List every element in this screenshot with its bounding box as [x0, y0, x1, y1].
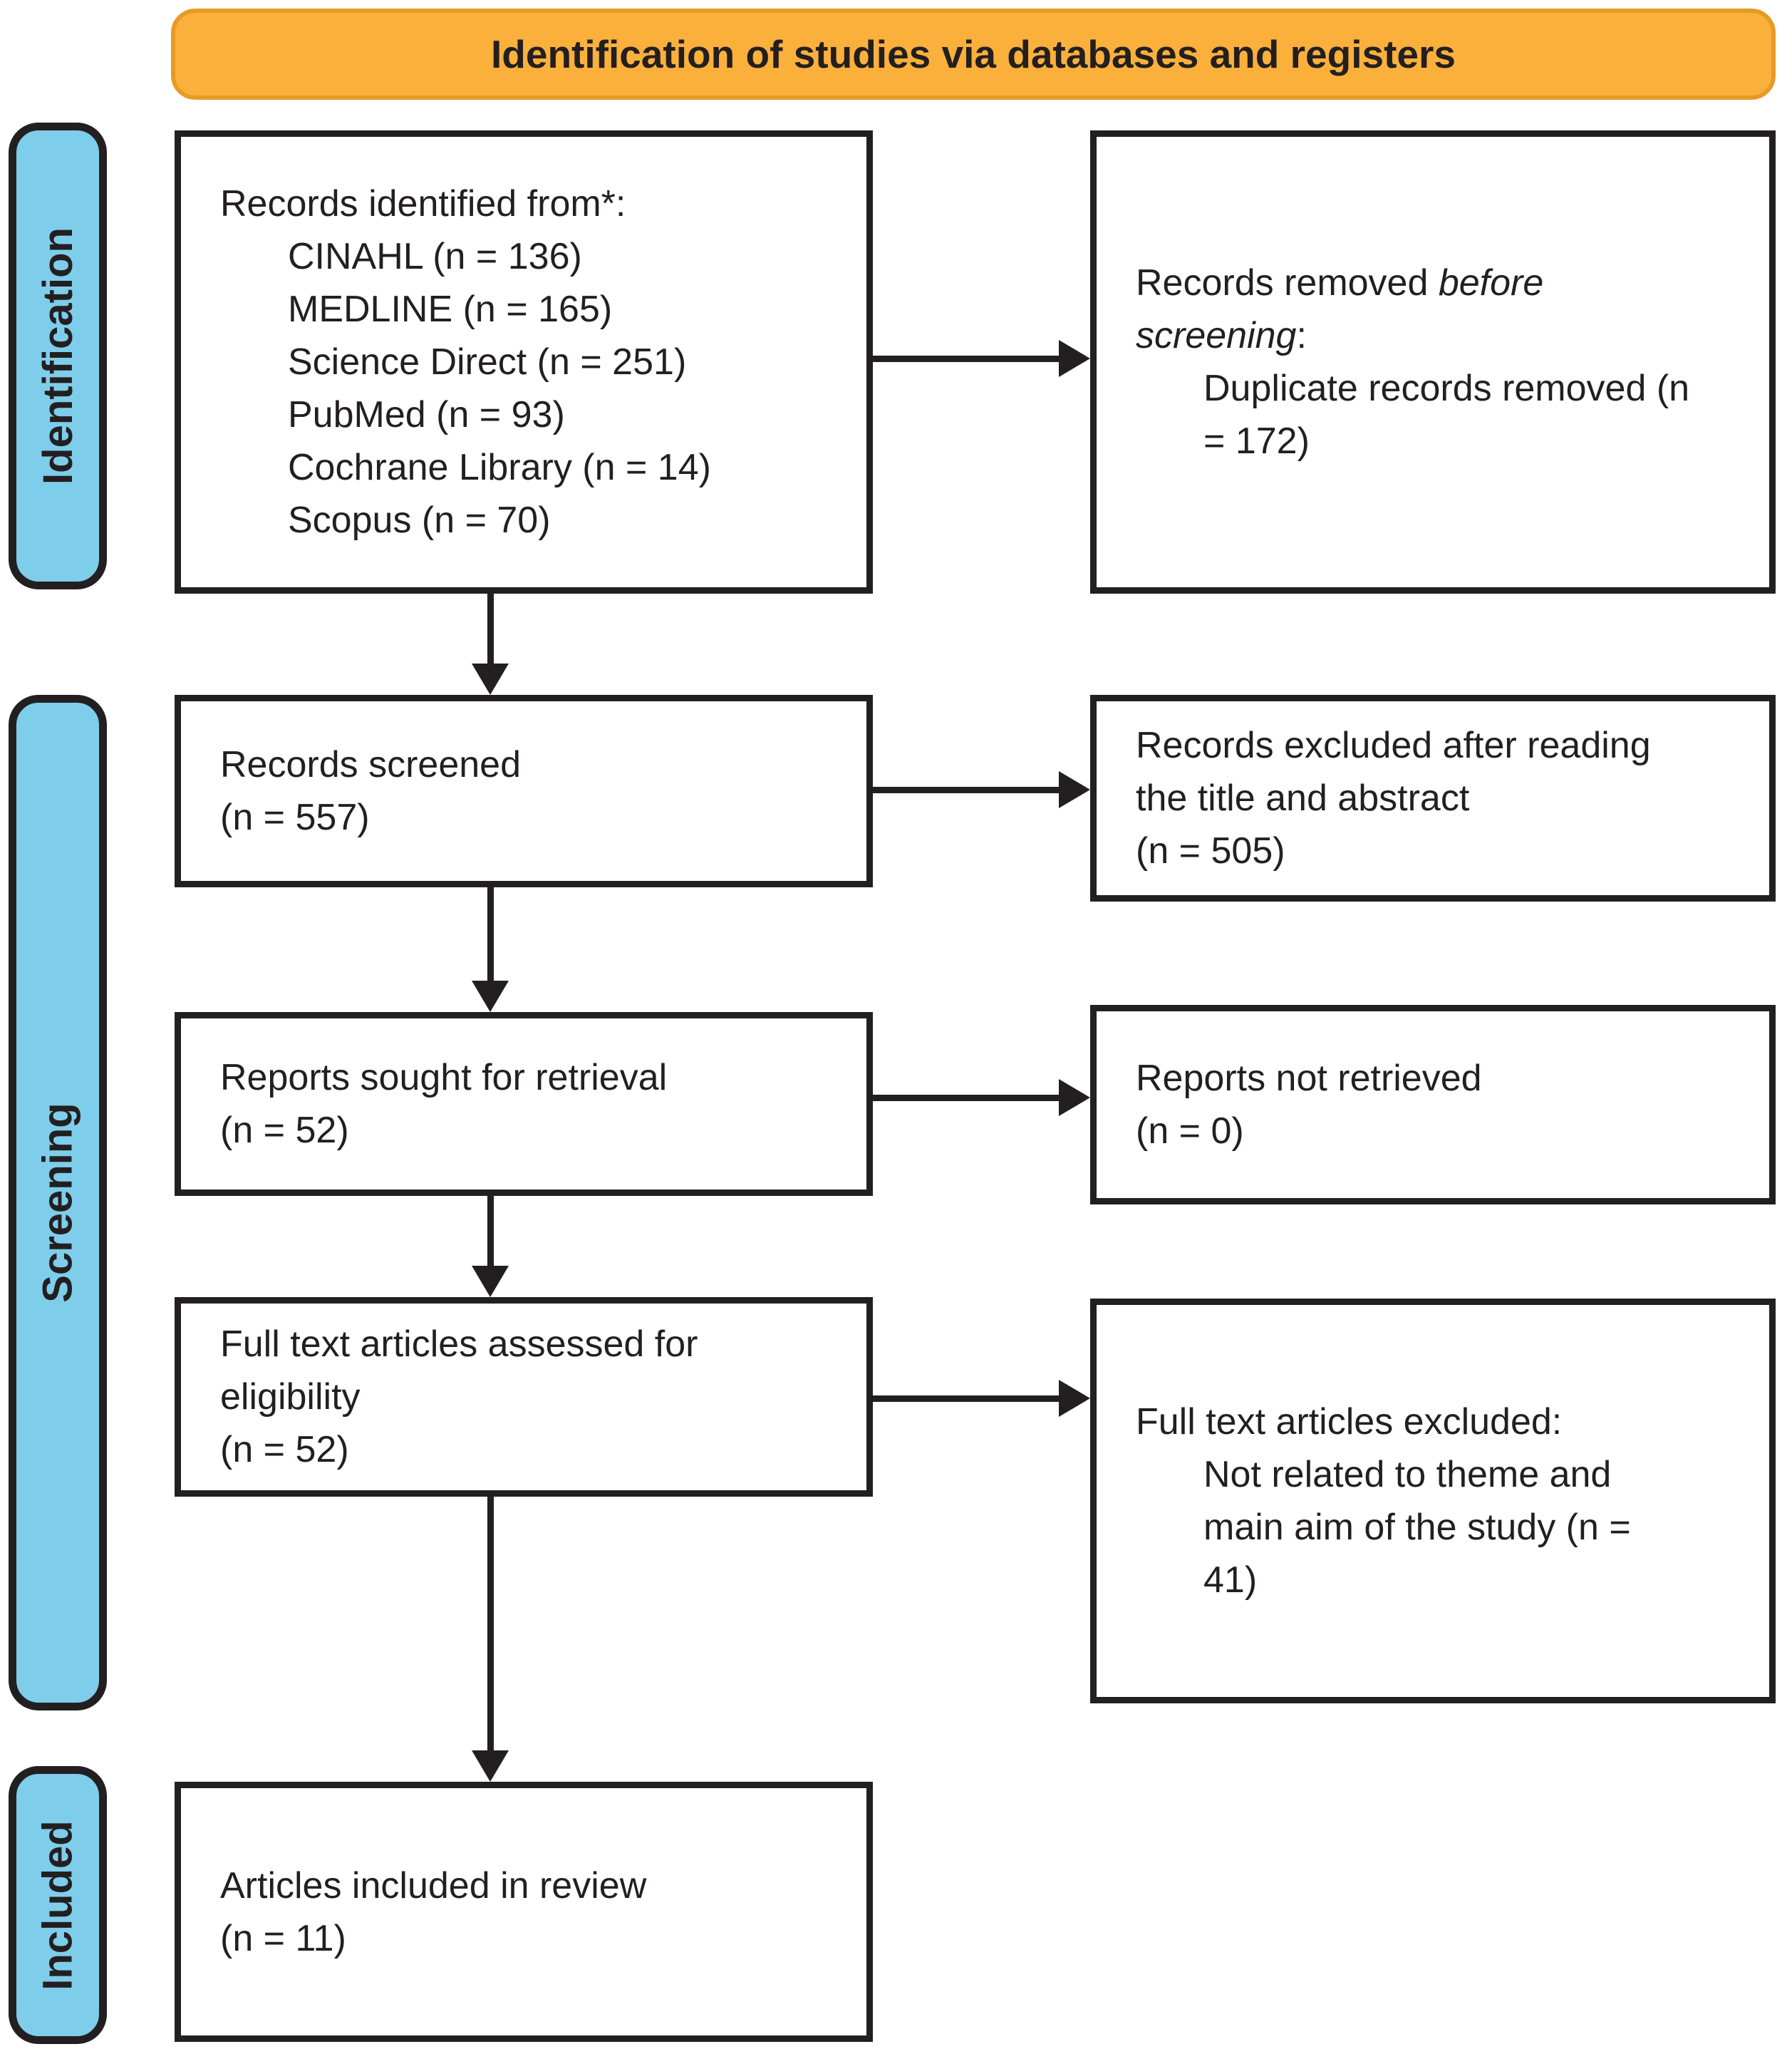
- box-text: Reports not retrieved: [1136, 1058, 1482, 1099]
- down-arrow-2-head: [472, 981, 509, 1012]
- box-records-identified-title: Records identified from*:: [220, 183, 626, 225]
- exclusion-reason: main aim of the study (n =: [1203, 1507, 1631, 1548]
- right-arrow-1-head: [1059, 340, 1090, 377]
- down-arrow-2-line: [487, 887, 494, 981]
- box-text: Records excluded after reading: [1136, 725, 1651, 766]
- box-count: (n = 11): [220, 1917, 346, 1959]
- down-arrow-4-line: [487, 1497, 494, 1750]
- sidebar-label-identification: Identification: [34, 227, 81, 485]
- box-count: (n = 505): [1136, 830, 1285, 872]
- box-text: Articles included in review: [220, 1864, 647, 1906]
- right-arrow-4-head: [1059, 1380, 1090, 1417]
- box-count: (n = 52): [220, 1429, 349, 1470]
- database-count: Cochrane Library (n = 14): [288, 447, 711, 488]
- right-arrow-1-line: [873, 356, 1059, 362]
- exclusion-reason: Not related to theme and: [1203, 1454, 1612, 1495]
- down-arrow-3-head: [472, 1266, 509, 1297]
- sidebar-stage-identification: Identification: [9, 123, 107, 589]
- box-records-removed-title-line1: Records removed before: [1136, 257, 1749, 309]
- title-text-italic: screening: [1136, 315, 1297, 356]
- box-articles-included: Articles included in review (n = 11): [175, 1782, 873, 2042]
- right-arrow-2-line: [873, 787, 1059, 793]
- down-arrow-4-head: [472, 1750, 509, 1782]
- down-arrow-3-line: [487, 1196, 494, 1266]
- box-fulltext-assessed: Full text articles assessed for eligibil…: [175, 1297, 873, 1497]
- box-records-screened: Records screened (n = 557): [175, 695, 873, 887]
- right-arrow-4-line: [873, 1395, 1059, 1402]
- exclusion-reason: 41): [1203, 1559, 1258, 1601]
- down-arrow-1-line: [487, 594, 494, 664]
- sidebar-stage-included: Included: [9, 1766, 107, 2044]
- box-text: Records screened: [220, 744, 521, 785]
- box-text: Reports sought for retrieval: [220, 1057, 668, 1098]
- removal-reason: = 172): [1203, 420, 1310, 462]
- banner-title: Identification of studies via databases …: [491, 32, 1456, 76]
- box-records-removed-title-line2: screening:: [1136, 309, 1749, 362]
- box-text: the title and abstract: [1136, 778, 1470, 819]
- right-arrow-2-head: [1059, 771, 1090, 808]
- box-text: eligibility: [220, 1376, 361, 1418]
- box-records-removed: Records removed before screening: Duplic…: [1090, 130, 1776, 594]
- box-reports-sought: Reports sought for retrieval (n = 52): [175, 1012, 873, 1196]
- sidebar-label-included: Included: [34, 1820, 81, 1991]
- box-text: Full text articles excluded:: [1136, 1401, 1563, 1443]
- box-count: (n = 0): [1136, 1110, 1244, 1152]
- right-arrow-3-head: [1059, 1079, 1090, 1116]
- title-text: Records removed: [1136, 262, 1439, 304]
- sidebar-stage-screening: Screening: [9, 695, 107, 1710]
- box-text: Full text articles assessed for: [220, 1323, 698, 1365]
- title-text: :: [1296, 315, 1307, 356]
- database-count: MEDLINE (n = 165): [288, 289, 613, 330]
- removal-reason: Duplicate records removed (n: [1203, 368, 1690, 409]
- box-fulltext-excluded: Full text articles excluded: Not related…: [1090, 1299, 1776, 1703]
- down-arrow-1-head: [472, 664, 509, 695]
- box-records-identified: Records identified from*: CINAHL (n = 13…: [175, 130, 873, 594]
- sidebar-label-screening: Screening: [34, 1103, 81, 1303]
- banner: Identification of studies via databases …: [171, 9, 1776, 100]
- box-records-excluded: Records excluded after reading the title…: [1090, 695, 1776, 902]
- box-reports-not-retrieved: Reports not retrieved (n = 0): [1090, 1005, 1776, 1204]
- title-text-italic: before: [1438, 262, 1544, 304]
- box-count: (n = 557): [220, 797, 370, 838]
- database-count: Scopus (n = 70): [288, 500, 551, 541]
- right-arrow-3-line: [873, 1095, 1059, 1101]
- box-count: (n = 52): [220, 1110, 349, 1151]
- database-count: PubMed (n = 93): [288, 394, 565, 435]
- database-count: CINAHL (n = 136): [288, 236, 582, 277]
- database-count: Science Direct (n = 251): [288, 341, 687, 383]
